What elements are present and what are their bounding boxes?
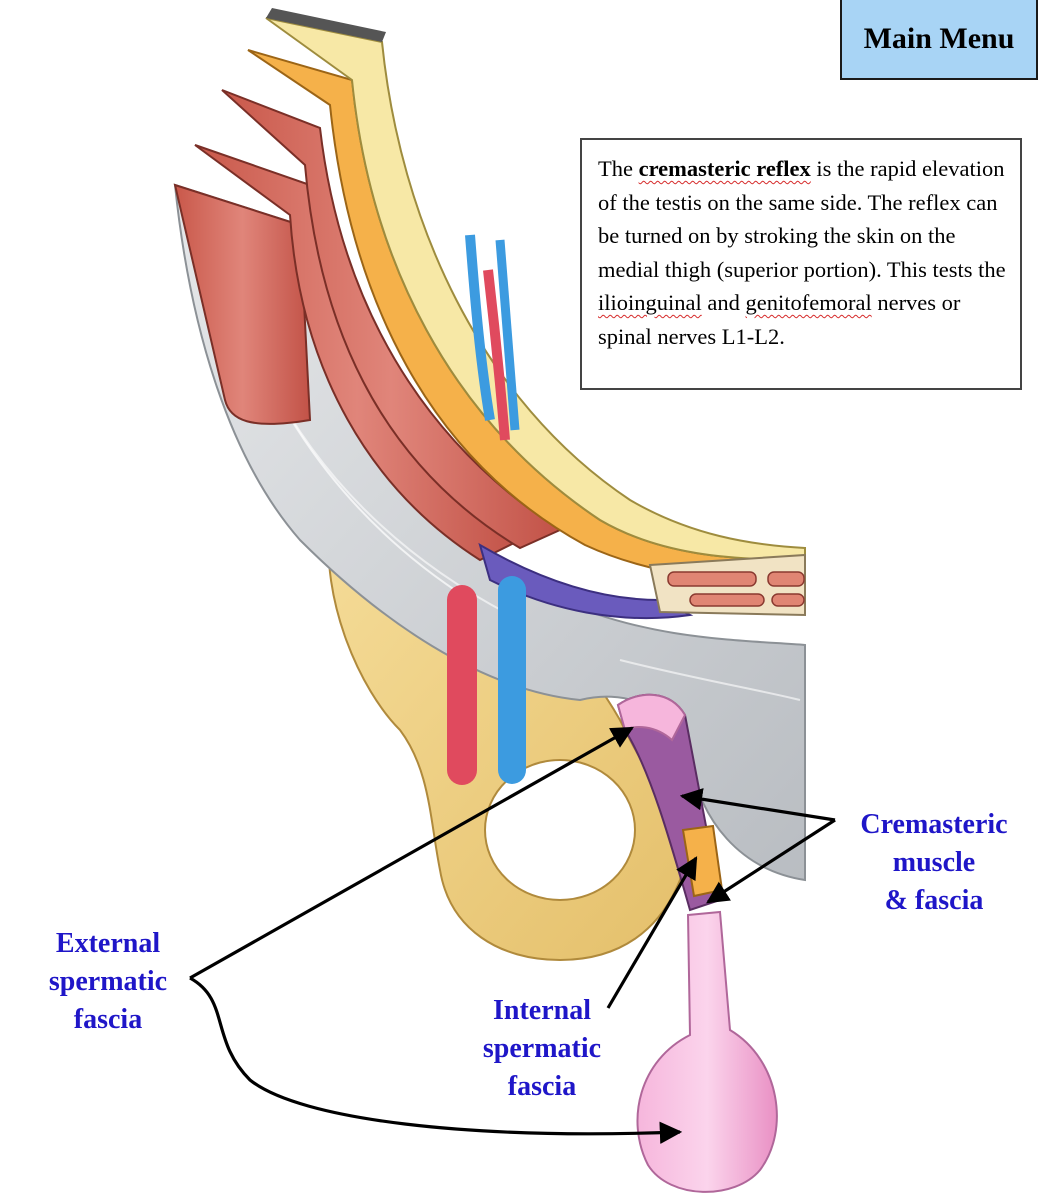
label-external-line-3: fascia bbox=[73, 1004, 143, 1035]
testis bbox=[636, 910, 778, 1193]
rectus-sheath-section bbox=[648, 553, 806, 617]
main-menu-button[interactable]: Main Menu bbox=[840, 0, 1038, 80]
label-internal-line-3: fascia bbox=[507, 1071, 577, 1102]
transversalis-layer bbox=[478, 542, 694, 620]
label-external-spermatic-fascia: External spermatic fascia bbox=[18, 925, 198, 1039]
label-internal-line-1: Internal bbox=[493, 995, 591, 1026]
info-nerve-ilioinguinal: ilioinguinal bbox=[598, 290, 702, 315]
info-nerve-genitofemoral: genitofemoral bbox=[745, 290, 872, 315]
label-internal-line-2: spermatic bbox=[482, 1033, 602, 1064]
info-text-intro: The bbox=[598, 156, 639, 181]
label-external-line-2: spermatic bbox=[48, 966, 168, 997]
label-cremasteric-line-3: & fascia bbox=[884, 885, 984, 916]
info-text-end: nerves or spinal nerves L1-L2. bbox=[598, 290, 961, 349]
info-text-body: is the rapid elevation of the testis on … bbox=[598, 156, 1006, 282]
label-external-line-1: External bbox=[55, 928, 161, 959]
label-cremasteric-line-2: muscle bbox=[892, 847, 976, 878]
leader-lines bbox=[189, 726, 836, 1144]
info-term-cremasteric-reflex: cremasteric reflex bbox=[638, 156, 811, 181]
cremasteric-reflex-description: The cremasteric reflex is the rapid elev… bbox=[580, 138, 1022, 390]
label-cremasteric-muscle-fascia: Cremasteric muscle & fascia bbox=[838, 806, 1030, 920]
femoral-vessels bbox=[447, 234, 526, 785]
info-text-and: and bbox=[701, 290, 746, 315]
label-internal-spermatic-fascia: Internal spermatic fascia bbox=[456, 992, 628, 1106]
label-cremasteric-line-1: Cremasteric bbox=[860, 809, 1008, 840]
